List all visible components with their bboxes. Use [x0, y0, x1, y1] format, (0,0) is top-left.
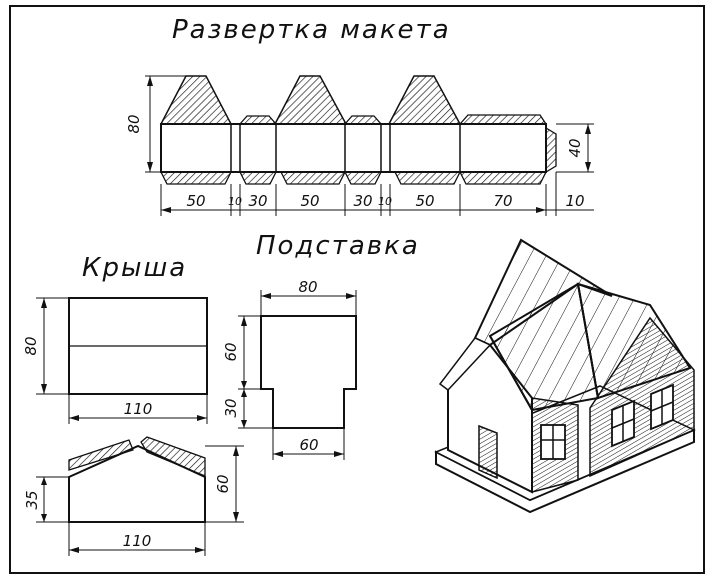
- gable-hatch-left: [68, 439, 134, 471]
- net-strip: [160, 123, 547, 173]
- top-tab-3: [458, 114, 548, 125]
- gable-3: [387, 75, 462, 125]
- dim-seg-1: 50: [186, 192, 205, 210]
- house-illustration: [434, 238, 696, 514]
- frame-border: [9, 5, 705, 574]
- bottom-tab-1: [159, 171, 233, 185]
- dim-roof-height: 80: [22, 336, 40, 355]
- gable-2: [273, 75, 348, 125]
- dim-seg-7: 50: [415, 192, 434, 210]
- dim-gable-width: 110: [123, 532, 152, 550]
- base-outline: [260, 315, 357, 429]
- gable-drawing: 35 60 110: [23, 436, 244, 556]
- unfold-net: 80 40 50 10 30 50 30 10 50 70 10: [125, 75, 594, 216]
- top-tab-1: [238, 115, 278, 125]
- gable-1: [159, 75, 233, 125]
- base-drawing: 80 60 30 60: [222, 278, 357, 460]
- net-hatched-parts: [159, 75, 557, 185]
- dim-seg-2: 10: [228, 195, 242, 208]
- bottom-tab-6: [458, 171, 548, 185]
- dim-seg-9: 10: [565, 192, 584, 210]
- dim-seg-5: 30: [353, 192, 372, 210]
- dim-gable-left: 35: [23, 490, 41, 509]
- dim-seg-8: 70: [493, 192, 512, 210]
- gable-hatch-right: [140, 436, 206, 477]
- house-door: [478, 424, 498, 480]
- dim-seg-6: 10: [378, 195, 392, 208]
- dim-base-bottom: 60: [299, 436, 318, 454]
- label-roof: Крыша: [82, 253, 187, 283]
- label-base: Подставка: [256, 231, 420, 261]
- bottom-tab-2: [238, 171, 278, 185]
- bottom-tab-4: [343, 171, 383, 185]
- dim-base-left-upper: 60: [222, 342, 240, 361]
- roof-drawing: 80 110: [22, 297, 208, 424]
- bottom-tab-5: [393, 171, 462, 185]
- dim-roof-width: 110: [124, 400, 153, 418]
- title-unfold: Развертка макета: [172, 15, 451, 45]
- top-tab-2: [343, 115, 383, 125]
- dim-seg-4: 50: [300, 192, 319, 210]
- dim-base-top: 80: [298, 278, 317, 296]
- dim-seg-3: 30: [248, 192, 267, 210]
- bottom-tab-3: [279, 171, 347, 185]
- side-tab: [545, 126, 557, 174]
- dim-gable-right: 60: [214, 474, 232, 493]
- dim-unfold-side: 40: [566, 138, 584, 157]
- dim-base-left-lower: 30: [222, 398, 240, 417]
- dim-unfold-height: 80: [125, 114, 143, 133]
